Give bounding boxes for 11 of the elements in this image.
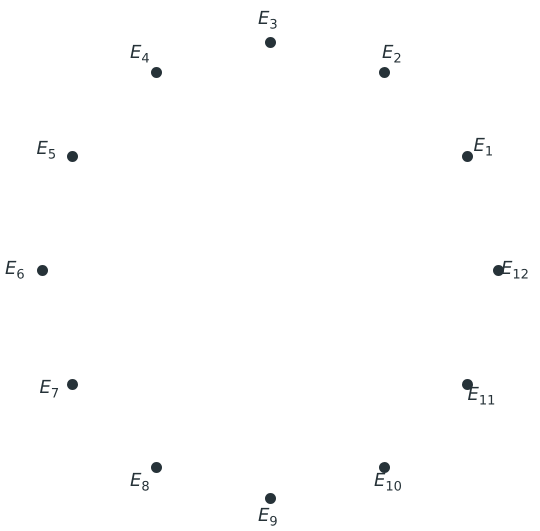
point-label: E$_{8}$ xyxy=(130,471,150,498)
point-label: E$_{11}$ xyxy=(467,385,496,411)
point-label: E$_{1}$ xyxy=(473,136,494,162)
point-label: E$_{6}$ xyxy=(5,259,25,285)
point-label: E$_{2}$ xyxy=(382,42,402,68)
point-label: E$_{3}$ xyxy=(258,9,278,35)
point-label: E$_{10}$ xyxy=(374,471,402,498)
point-label: E$_{9}$ xyxy=(258,506,278,531)
point-label: E$_{7}$ xyxy=(40,378,60,404)
point-label: E$_{4}$ xyxy=(130,42,150,68)
point-label: E$_{5}$ xyxy=(36,139,56,165)
